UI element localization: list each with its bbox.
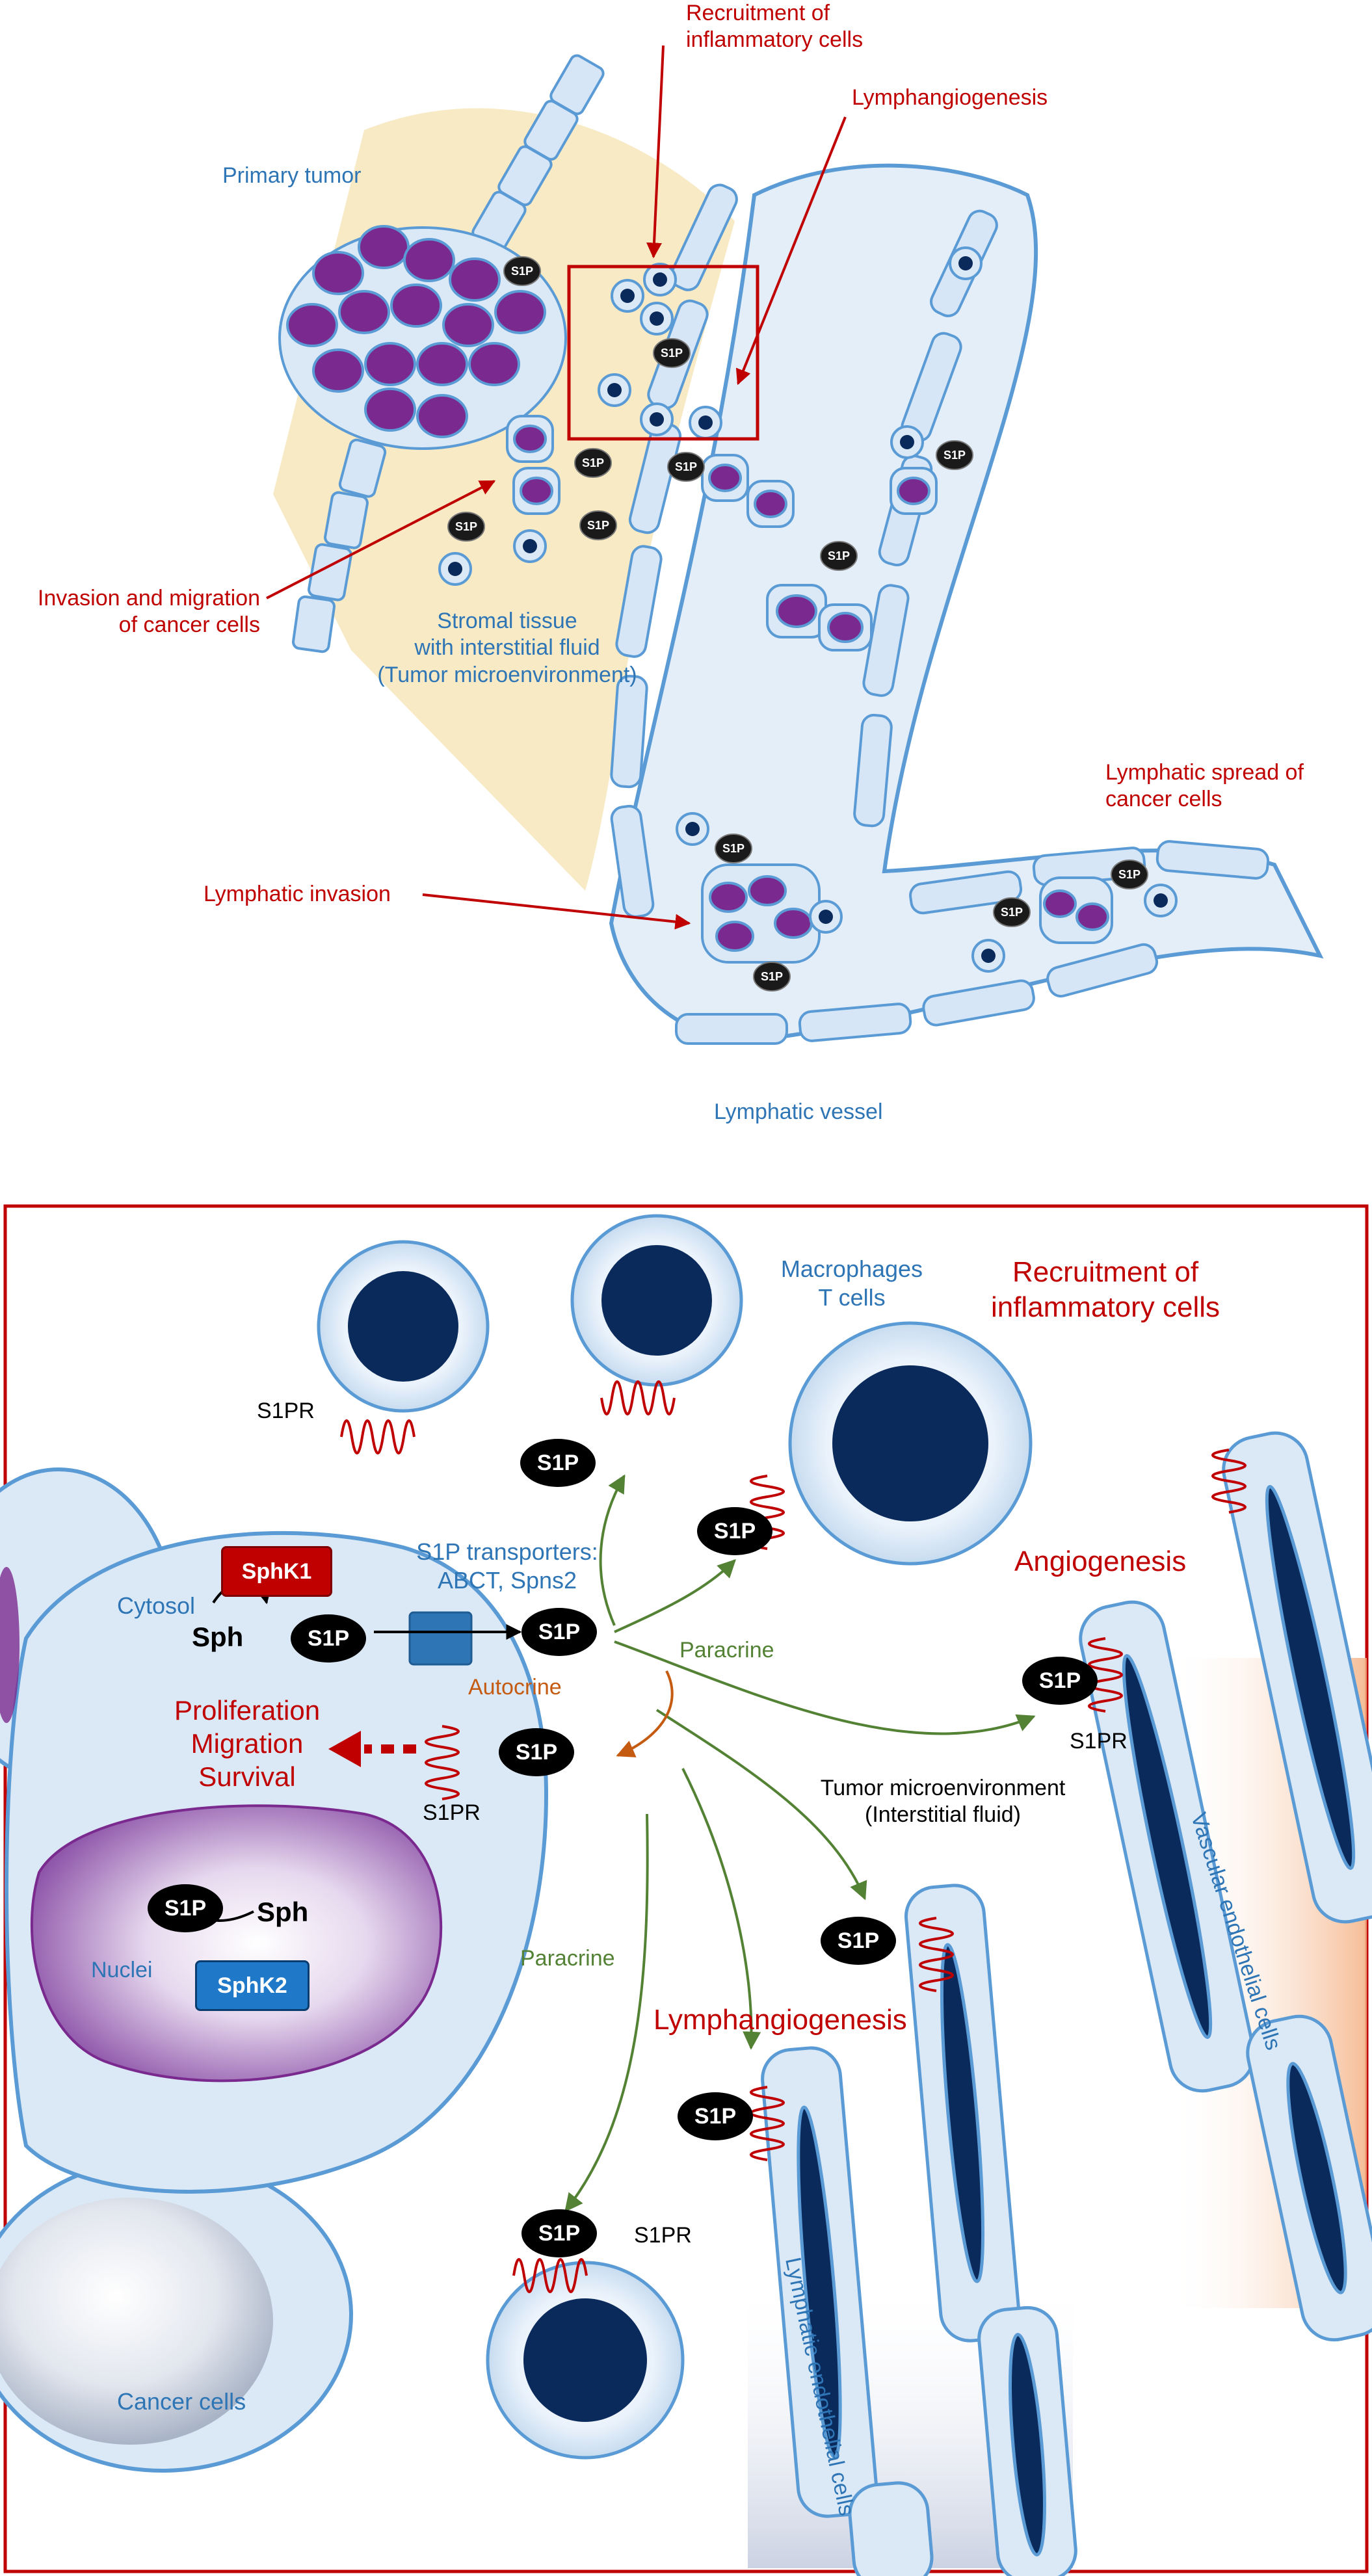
- s1p-molecule: S1P: [148, 1884, 223, 1932]
- primary-tumor-label: Primary tumor: [222, 163, 362, 188]
- migrating-cancer-cells: [506, 415, 1113, 964]
- lymphangiogenesis-label-top: Lymphangiogenesis: [852, 85, 1048, 110]
- nuclei-label: Nuclei: [91, 1958, 153, 1982]
- proliferation-arrow: [328, 1731, 416, 1767]
- s1p-badges-top: S1P S1P S1P S1P S1P S1P S1P S1P S1P S1P …: [447, 256, 1148, 992]
- s1p-molecule: S1P: [499, 1728, 574, 1776]
- recruitment-label-bottom: Recruitment of inflammatory cells: [990, 1256, 1220, 1323]
- paracrine-label-2: Paracrine: [520, 1946, 615, 1971]
- s1p-badge: S1P: [653, 338, 691, 368]
- s1p-molecule: S1P: [697, 1507, 772, 1555]
- svg-text:S1P: S1P: [538, 2221, 580, 2246]
- s1p-molecules: S1P S1P S1P S1P S1P S1P S1P S1P S1P S1P: [148, 1439, 1098, 2257]
- s1pr-label-vascular: S1PR: [1070, 1729, 1128, 1754]
- sph-label-cytosol: Sph: [192, 1622, 244, 1652]
- vascular-endothelial-cells: [1079, 1431, 1372, 2342]
- svg-text:S1P: S1P: [722, 842, 745, 855]
- lymphangiogenesis-label-bottom: Lymphangiogenesis: [653, 2004, 907, 2036]
- paracrine-label-1: Paracrine: [679, 1638, 774, 1663]
- angiogenesis-label: Angiogenesis: [1014, 1545, 1187, 1577]
- cancer-cells-group: [0, 1467, 549, 2473]
- autocrine-label: Autocrine: [468, 1675, 562, 1700]
- svg-text:S1P: S1P: [308, 1626, 349, 1651]
- inflammatory-cells: [317, 1214, 1033, 2460]
- s1p-badge: S1P: [574, 448, 612, 478]
- svg-text:S1P: S1P: [511, 265, 533, 278]
- s1p-badge: S1P: [715, 834, 752, 863]
- s1p-transporter: [408, 1611, 473, 1666]
- s1p-badge: S1P: [1111, 860, 1148, 889]
- svg-text:S1P: S1P: [537, 1451, 579, 1475]
- recruitment-box: [567, 265, 759, 441]
- s1p-molecule: S1P: [821, 1917, 896, 1965]
- s1p-molecule: S1P: [291, 1614, 366, 1663]
- svg-text:S1P: S1P: [694, 2104, 736, 2129]
- s1p-badge: S1P: [936, 440, 973, 470]
- svg-text:S1P: S1P: [455, 520, 477, 533]
- svg-text:S1P: S1P: [943, 449, 966, 462]
- svg-text:S1P: S1P: [714, 1519, 756, 1544]
- svg-text:S1P: S1P: [538, 1620, 580, 1644]
- s1pr-label-top: S1PR: [257, 1399, 315, 1423]
- s1pr-label-bottom: S1PR: [634, 2223, 692, 2248]
- invasion-label: Invasion and migration of cancer cells: [37, 586, 260, 638]
- s1p-badge: S1P: [447, 512, 485, 542]
- tme-label: Tumor microenvironment (Interstitial flu…: [820, 1776, 1066, 1828]
- cytosol-label: Cytosol: [117, 1592, 196, 1619]
- svg-text:S1P: S1P: [1001, 906, 1023, 919]
- s1p-receptors: [340, 1380, 1247, 2293]
- svg-text:S1P: S1P: [587, 519, 609, 532]
- svg-text:S1P: S1P: [675, 460, 697, 473]
- svg-text:S1P: S1P: [582, 456, 604, 469]
- immune-cells: [438, 246, 1178, 973]
- s1p-molecule: S1P: [521, 1608, 597, 1656]
- svg-text:S1P: S1P: [165, 1896, 206, 1921]
- stromal-label: Stromal tissue with interstitial fluid (…: [377, 609, 637, 687]
- macrophages-label: Macrophages T cells: [780, 1255, 923, 1311]
- s1p-molecule: S1P: [1022, 1657, 1098, 1705]
- sphk1-box: SphK1: [221, 1546, 332, 1597]
- proliferation-label: Proliferation Migration Survival: [174, 1695, 321, 1793]
- s1p-badge: S1P: [820, 541, 858, 571]
- transporters-label: S1P transporters: ABCT, Spns2: [416, 1538, 598, 1594]
- lymphatic-invasion-label: Lymphatic invasion: [204, 882, 391, 906]
- s1p-badge: S1P: [579, 510, 617, 540]
- s1p-molecule: S1P: [678, 2092, 753, 2140]
- sph-label-nucleus: Sph: [257, 1897, 309, 1927]
- lymphatic-spread-label: Lymphatic spread of cancer cells: [1105, 760, 1304, 812]
- s1p-badge: S1P: [667, 452, 705, 482]
- lymphatic-vessel-label: Lymphatic vessel: [714, 1099, 883, 1124]
- recruitment-label-top: Recruitment of inflammatory cells: [686, 1, 864, 53]
- s1p-molecule: S1P: [520, 1439, 596, 1487]
- svg-text:S1P: S1P: [761, 970, 783, 983]
- s1p-badge: S1P: [993, 897, 1031, 927]
- primary-tumor-mass: [278, 225, 567, 450]
- svg-text:S1P: S1P: [838, 1928, 879, 1953]
- s1p-badge: S1P: [503, 256, 541, 286]
- sphk2-box: SphK2: [195, 1960, 310, 2011]
- svg-text:S1P: S1P: [828, 549, 850, 562]
- lymphatic-endothelial-cells: [761, 1884, 1077, 2576]
- s1pr-label-cancer: S1PR: [423, 1800, 481, 1825]
- svg-text:S1P: S1P: [1039, 1668, 1081, 1693]
- cancer-cells-label: Cancer cells: [117, 2388, 246, 2415]
- svg-text:S1P: S1P: [1118, 868, 1141, 881]
- s1p-badge: S1P: [753, 962, 791, 992]
- svg-text:S1P: S1P: [516, 1740, 557, 1765]
- top-annotation-arrows: [266, 45, 847, 930]
- svg-text:S1P: S1P: [661, 347, 683, 360]
- s1p-molecule: S1P: [521, 2209, 597, 2257]
- immune-nuclei: [448, 256, 1168, 963]
